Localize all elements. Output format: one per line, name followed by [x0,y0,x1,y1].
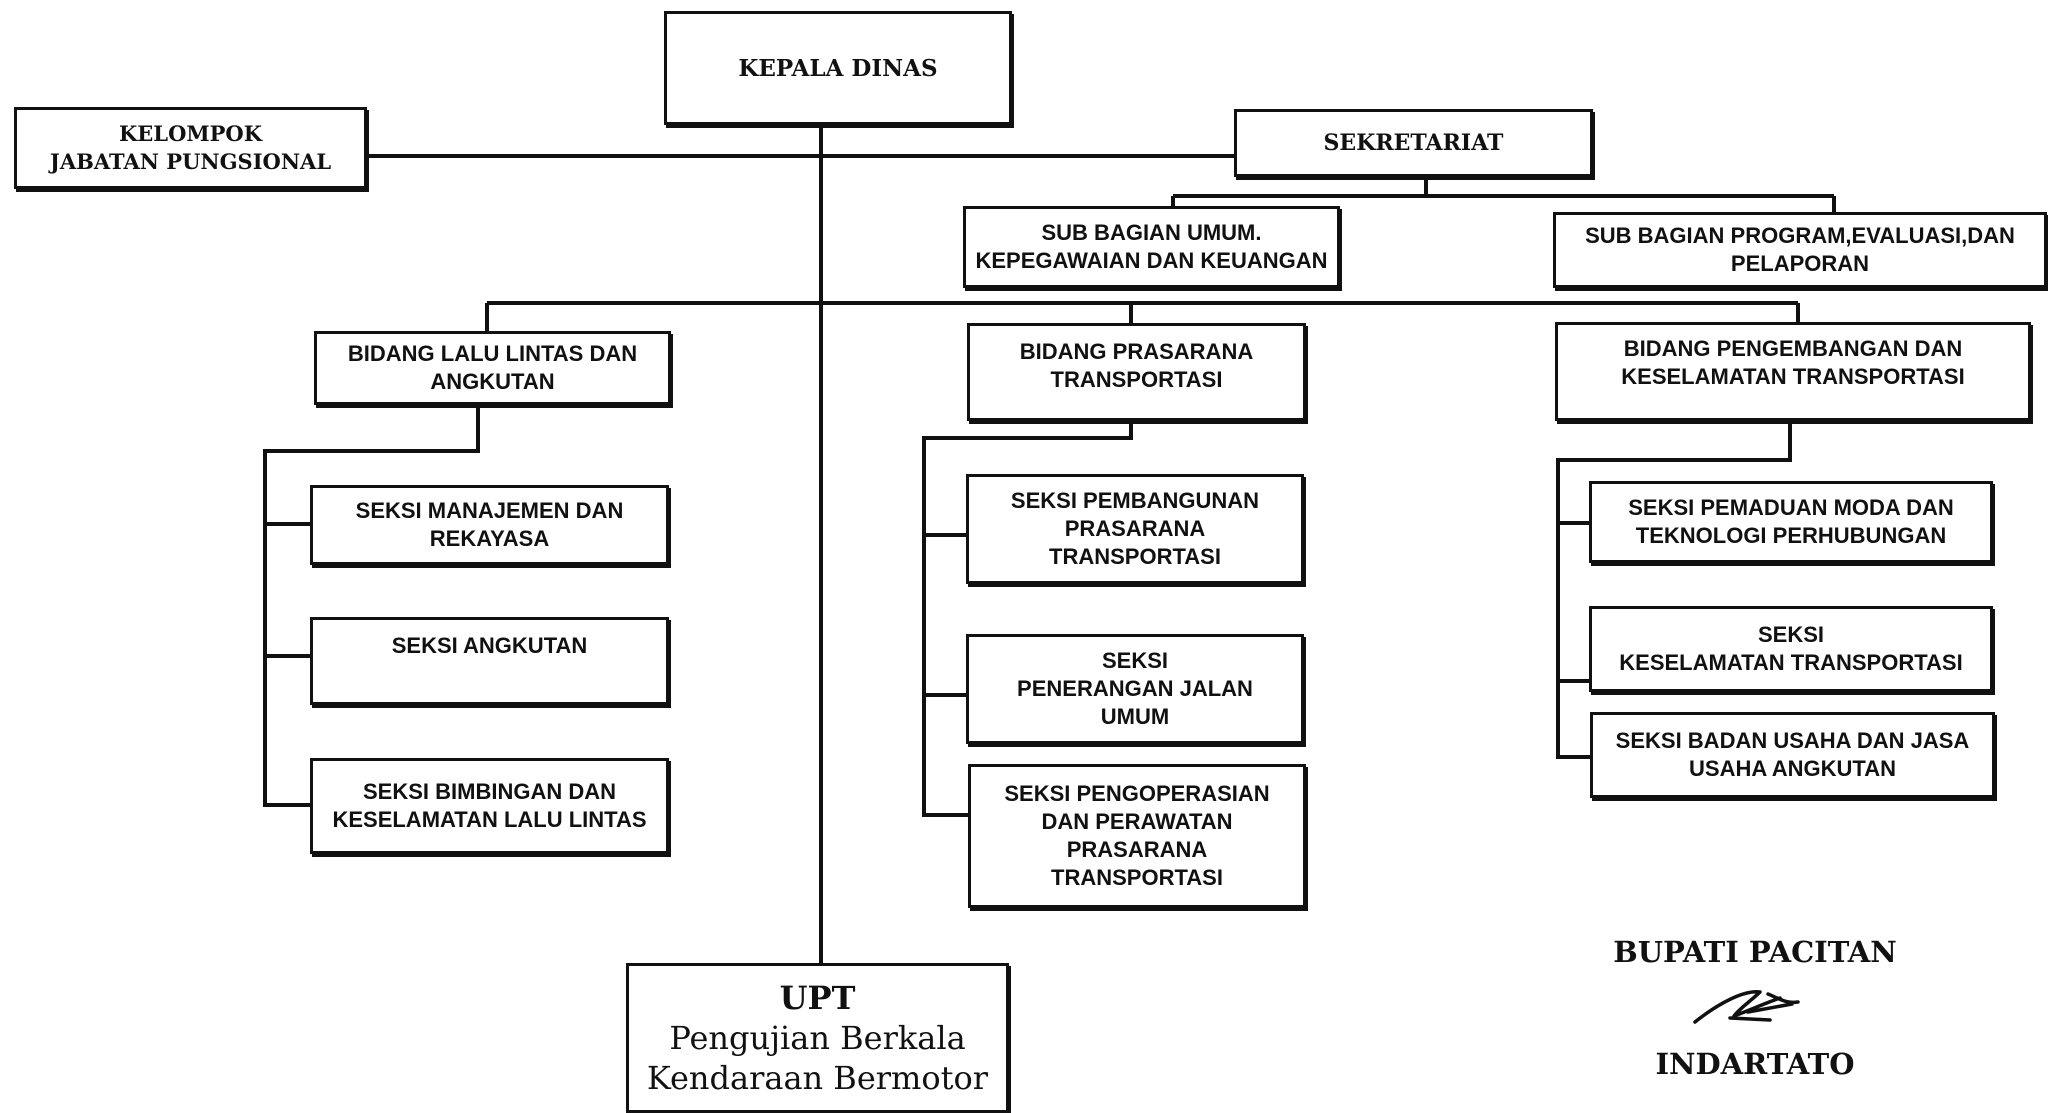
seksi-badan-usaha-box: SEKSI BADAN USAHA DAN JASA USAHA ANGKUTA… [1590,712,1995,798]
sekretariat-box: SEKRETARIAT [1234,109,1593,177]
bidang-prasarana-box: BIDANG PRASARANA TRANSPORTASI [967,323,1306,421]
seksi-pembangunan-label: SEKSI PEMBANGUNAN PRASARANA TRANSPORTASI [1010,488,1260,569]
kepala-dinas-label: KEPALA DINAS [738,54,938,82]
bidang-lalu-lintas-box: BIDANG LALU LINTAS DAN ANGKUTAN [314,331,671,405]
kepala-dinas-box: KEPALA DINAS [664,11,1012,125]
seksi-angkutan-box: SEKSI ANGKUTAN [310,617,669,705]
seksi-manajemen-box: SEKSI MANAJEMEN DAN REKAYASA [310,485,669,565]
upt-line2: Kendaraan Bermotor [646,1059,989,1097]
upt-box: UPT Pengujian Berkala Kendaraan Bermotor [626,963,1009,1113]
signature-name: INDARTATO [1655,1047,1855,1081]
seksi-pengoperasian-box: SEKSI PENGOPERASIAN DAN PERAWATAN PRASAR… [968,764,1306,908]
upt-line1: Pengujian Berkala [669,1019,966,1057]
signature-mark [1693,990,1800,1024]
seksi-pemaduan-label: SEKSI PEMADUAN MODA DAN TEKNOLOGI PERHUB… [1628,495,1954,548]
seksi-bimbingan-label: SEKSI BIMBINGAN DAN KESELAMATAN LALU LIN… [332,779,647,832]
kelompok-jabatan-label: KELOMPOK JABATAN PUNGSIONAL [49,121,332,174]
seksi-pengoperasian-label: SEKSI PENGOPERASIAN DAN PERAWATAN PRASAR… [1004,781,1270,890]
seksi-pembangunan-box: SEKSI PEMBANGUNAN PRASARANA TRANSPORTASI [966,474,1304,584]
bidang-pengembangan-box: BIDANG PENGEMBANGAN DAN KESELAMATAN TRAN… [1555,322,2031,421]
kelompok-jabatan-box: KELOMPOK JABATAN PUNGSIONAL [14,107,367,189]
sub-bagian-program-box: SUB BAGIAN PROGRAM,EVALUASI,DAN PELAPORA… [1553,212,2047,288]
seksi-pemaduan-box: SEKSI PEMADUAN MODA DAN TEKNOLOGI PERHUB… [1589,481,1993,563]
sub-bagian-program-label: SUB BAGIAN PROGRAM,EVALUASI,DAN PELAPORA… [1585,223,2015,276]
sub-bagian-umum-box: SUB BAGIAN UMUM. KEPEGAWAIAN DAN KEUANGA… [963,206,1340,288]
seksi-penerangan-label: SEKSI PENERANGAN JALAN UMUM [1017,648,1253,729]
upt-title: UPT [779,979,856,1017]
bidang-prasarana-label: BIDANG PRASARANA TRANSPORTASI [1019,339,1254,392]
seksi-penerangan-box: SEKSI PENERANGAN JALAN UMUM [966,634,1304,744]
seksi-manajemen-label: SEKSI MANAJEMEN DAN REKAYASA [355,498,624,551]
seksi-keselamatan-label: SEKSI KESELAMATAN TRANSPORTASI [1619,622,1963,675]
bidang-lalu-lintas-label: BIDANG LALU LINTAS DAN ANGKUTAN [347,341,638,394]
seksi-bimbingan-box: SEKSI BIMBINGAN DAN KESELAMATAN LALU LIN… [310,758,669,854]
sub-bagian-umum-label: SUB BAGIAN UMUM. KEPEGAWAIAN DAN KEUANGA… [975,220,1328,273]
seksi-angkutan-label: SEKSI ANGKUTAN [391,633,588,658]
seksi-keselamatan-box: SEKSI KESELAMATAN TRANSPORTASI [1589,606,1993,692]
signature-title: BUPATI PACITAN [1613,935,1897,969]
bidang-pengembangan-label: BIDANG PENGEMBANGAN DAN KESELAMATAN TRAN… [1621,336,1965,389]
seksi-badan-usaha-label: SEKSI BADAN USAHA DAN JASA USAHA ANGKUTA… [1615,728,1970,781]
sekretariat-label: SEKRETARIAT [1323,130,1504,156]
